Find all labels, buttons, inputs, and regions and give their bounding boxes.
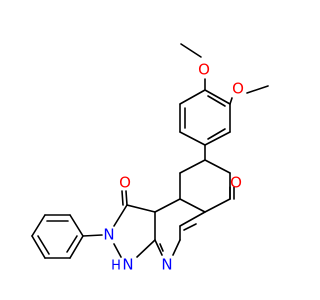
bond-n-nh <box>113 243 122 258</box>
bond-ar-6 <box>179 89 206 105</box>
bond-ph-3 <box>31 214 46 237</box>
bond-c5a-ch <box>179 211 206 227</box>
atom-h-on-n: H <box>111 259 121 274</box>
bond-c9a-co <box>126 204 156 213</box>
bond-co-o-l-d <box>121 190 124 206</box>
bond-c5a-c9b <box>179 198 206 213</box>
chemical-structure: O O O O N N H N <box>31 43 269 274</box>
bond-ph-6 <box>69 235 84 259</box>
bond-ph-d3 <box>66 235 78 253</box>
bond-ar-d1 <box>207 95 226 107</box>
bond-n-ch <box>172 239 181 256</box>
bond-ar-d2 <box>207 128 226 140</box>
atom-o-carbonyl-left: O <box>119 174 131 192</box>
bond-c5a-ch-d <box>183 223 197 231</box>
atom-n-pyridine: N <box>161 256 172 274</box>
bond-ph-4 <box>31 235 46 259</box>
bond-c3a-n <box>154 239 163 256</box>
atom-n-h: N <box>122 256 133 274</box>
bond-co-o-l <box>125 190 128 206</box>
atom-o-methoxy-right: O <box>232 80 244 98</box>
atom-label-layer: O O O O N N H N <box>103 61 244 274</box>
bond-c3-o-right <box>229 97 233 105</box>
bond-py-d <box>159 243 164 252</box>
atom-o-methoxy-top: O <box>198 61 210 79</box>
bond-c9b-c9a <box>154 198 181 213</box>
atom-o-carbonyl-right: O <box>230 174 242 192</box>
bond-ph-1 <box>69 214 84 237</box>
bond-ar-1 <box>204 89 231 105</box>
bond-ph-d2 <box>37 235 50 255</box>
molecule-canvas: O O O O N N H N <box>31 43 269 274</box>
bond-nh-c3a <box>136 239 156 258</box>
bond-ch3-o-top <box>180 43 202 58</box>
bond-ch-ch2r <box>204 159 231 174</box>
bond-co-c5a <box>204 198 231 213</box>
bond-ch-ch2l <box>179 159 206 174</box>
bond-co-n <box>113 204 128 227</box>
atom-n-phenyl: N <box>103 226 114 244</box>
bond-ar-3 <box>204 131 231 146</box>
bond-n-ph <box>82 234 103 237</box>
bond-o-right-ch3 <box>246 85 269 94</box>
bond-ar-4 <box>179 131 206 146</box>
bond-layer <box>31 43 269 259</box>
